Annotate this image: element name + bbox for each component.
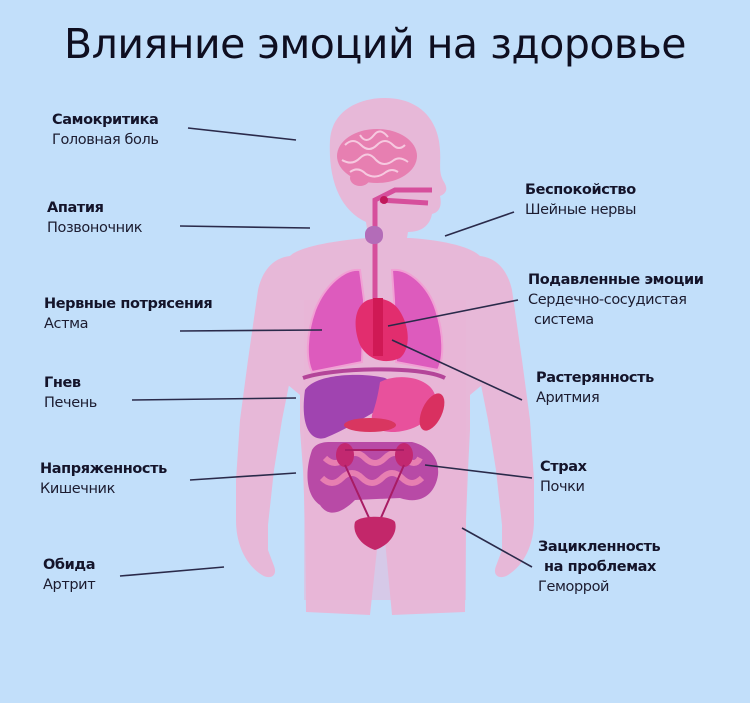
organ-text: Головная боль (52, 132, 159, 148)
label-intestine: Напряженность Кишечник (40, 459, 167, 499)
organ-text: Аритмия (536, 390, 600, 406)
organ-text: Печень (44, 395, 97, 411)
organ-text: Позвоночник (47, 220, 143, 236)
organ-text: Астма (44, 316, 89, 332)
emotion-text: Беспокойство (525, 182, 636, 198)
emotion-text: Зацикленность (538, 539, 661, 555)
organ-text: Геморрой (538, 579, 610, 595)
label-neck-nerves: Беспокойство Шейные нервы (525, 180, 637, 220)
bladder-icon (354, 516, 396, 550)
emotion-text: Растерянность (536, 370, 654, 386)
organ-text-line2: система (534, 312, 594, 328)
emotion-text: Самокритика (52, 112, 159, 128)
organ-text: Шейные нервы (525, 202, 637, 218)
organ-text: Сердечно-сосудистая (528, 292, 687, 308)
spleen-icon (419, 393, 445, 431)
label-arthritis: Обида Артрит (43, 555, 96, 595)
organ-text: Кишечник (40, 481, 115, 497)
leader-lines (119, 127, 533, 577)
pancreas-icon (344, 418, 396, 432)
stomach-icon (371, 377, 436, 432)
kidney-left-icon (336, 443, 354, 467)
organ-text: Почки (540, 479, 585, 495)
label-cardiovascular: Подавленные эмоции Сердечно-сосудистая с… (528, 270, 704, 330)
thyroid-icon (365, 226, 383, 244)
kidney-right-icon (395, 443, 413, 467)
page-title: Влияние эмоций на здоровье (64, 20, 686, 68)
label-spine: Апатия Позвоночник (47, 198, 142, 238)
liver-icon (303, 374, 392, 439)
emotion-text-line2: на проблемах (544, 559, 656, 575)
label-kidneys: Страх Почки (540, 457, 587, 497)
label-asthma: Нервные потрясения Астма (44, 294, 213, 334)
emotion-text: Напряженность (40, 461, 167, 477)
organ-text: Артрит (43, 577, 96, 593)
label-liver: Гнев Печень (44, 373, 97, 413)
emotion-text: Апатия (47, 200, 104, 216)
emotion-text: Подавленные эмоции (528, 272, 704, 288)
label-arrhythmia: Растерянность Аритмия (536, 368, 654, 408)
brain-icon (337, 129, 417, 186)
airway-icon (372, 187, 432, 330)
emotion-text: Страх (540, 459, 587, 475)
label-headache: Самокритика Головная боль (52, 110, 159, 150)
emotion-text: Обида (43, 557, 96, 573)
emotion-text: Гнев (44, 375, 81, 391)
emotion-text: Нервные потрясения (44, 296, 213, 312)
label-hemorrhoids: Зацикленность на проблемах Геморрой (538, 537, 661, 597)
